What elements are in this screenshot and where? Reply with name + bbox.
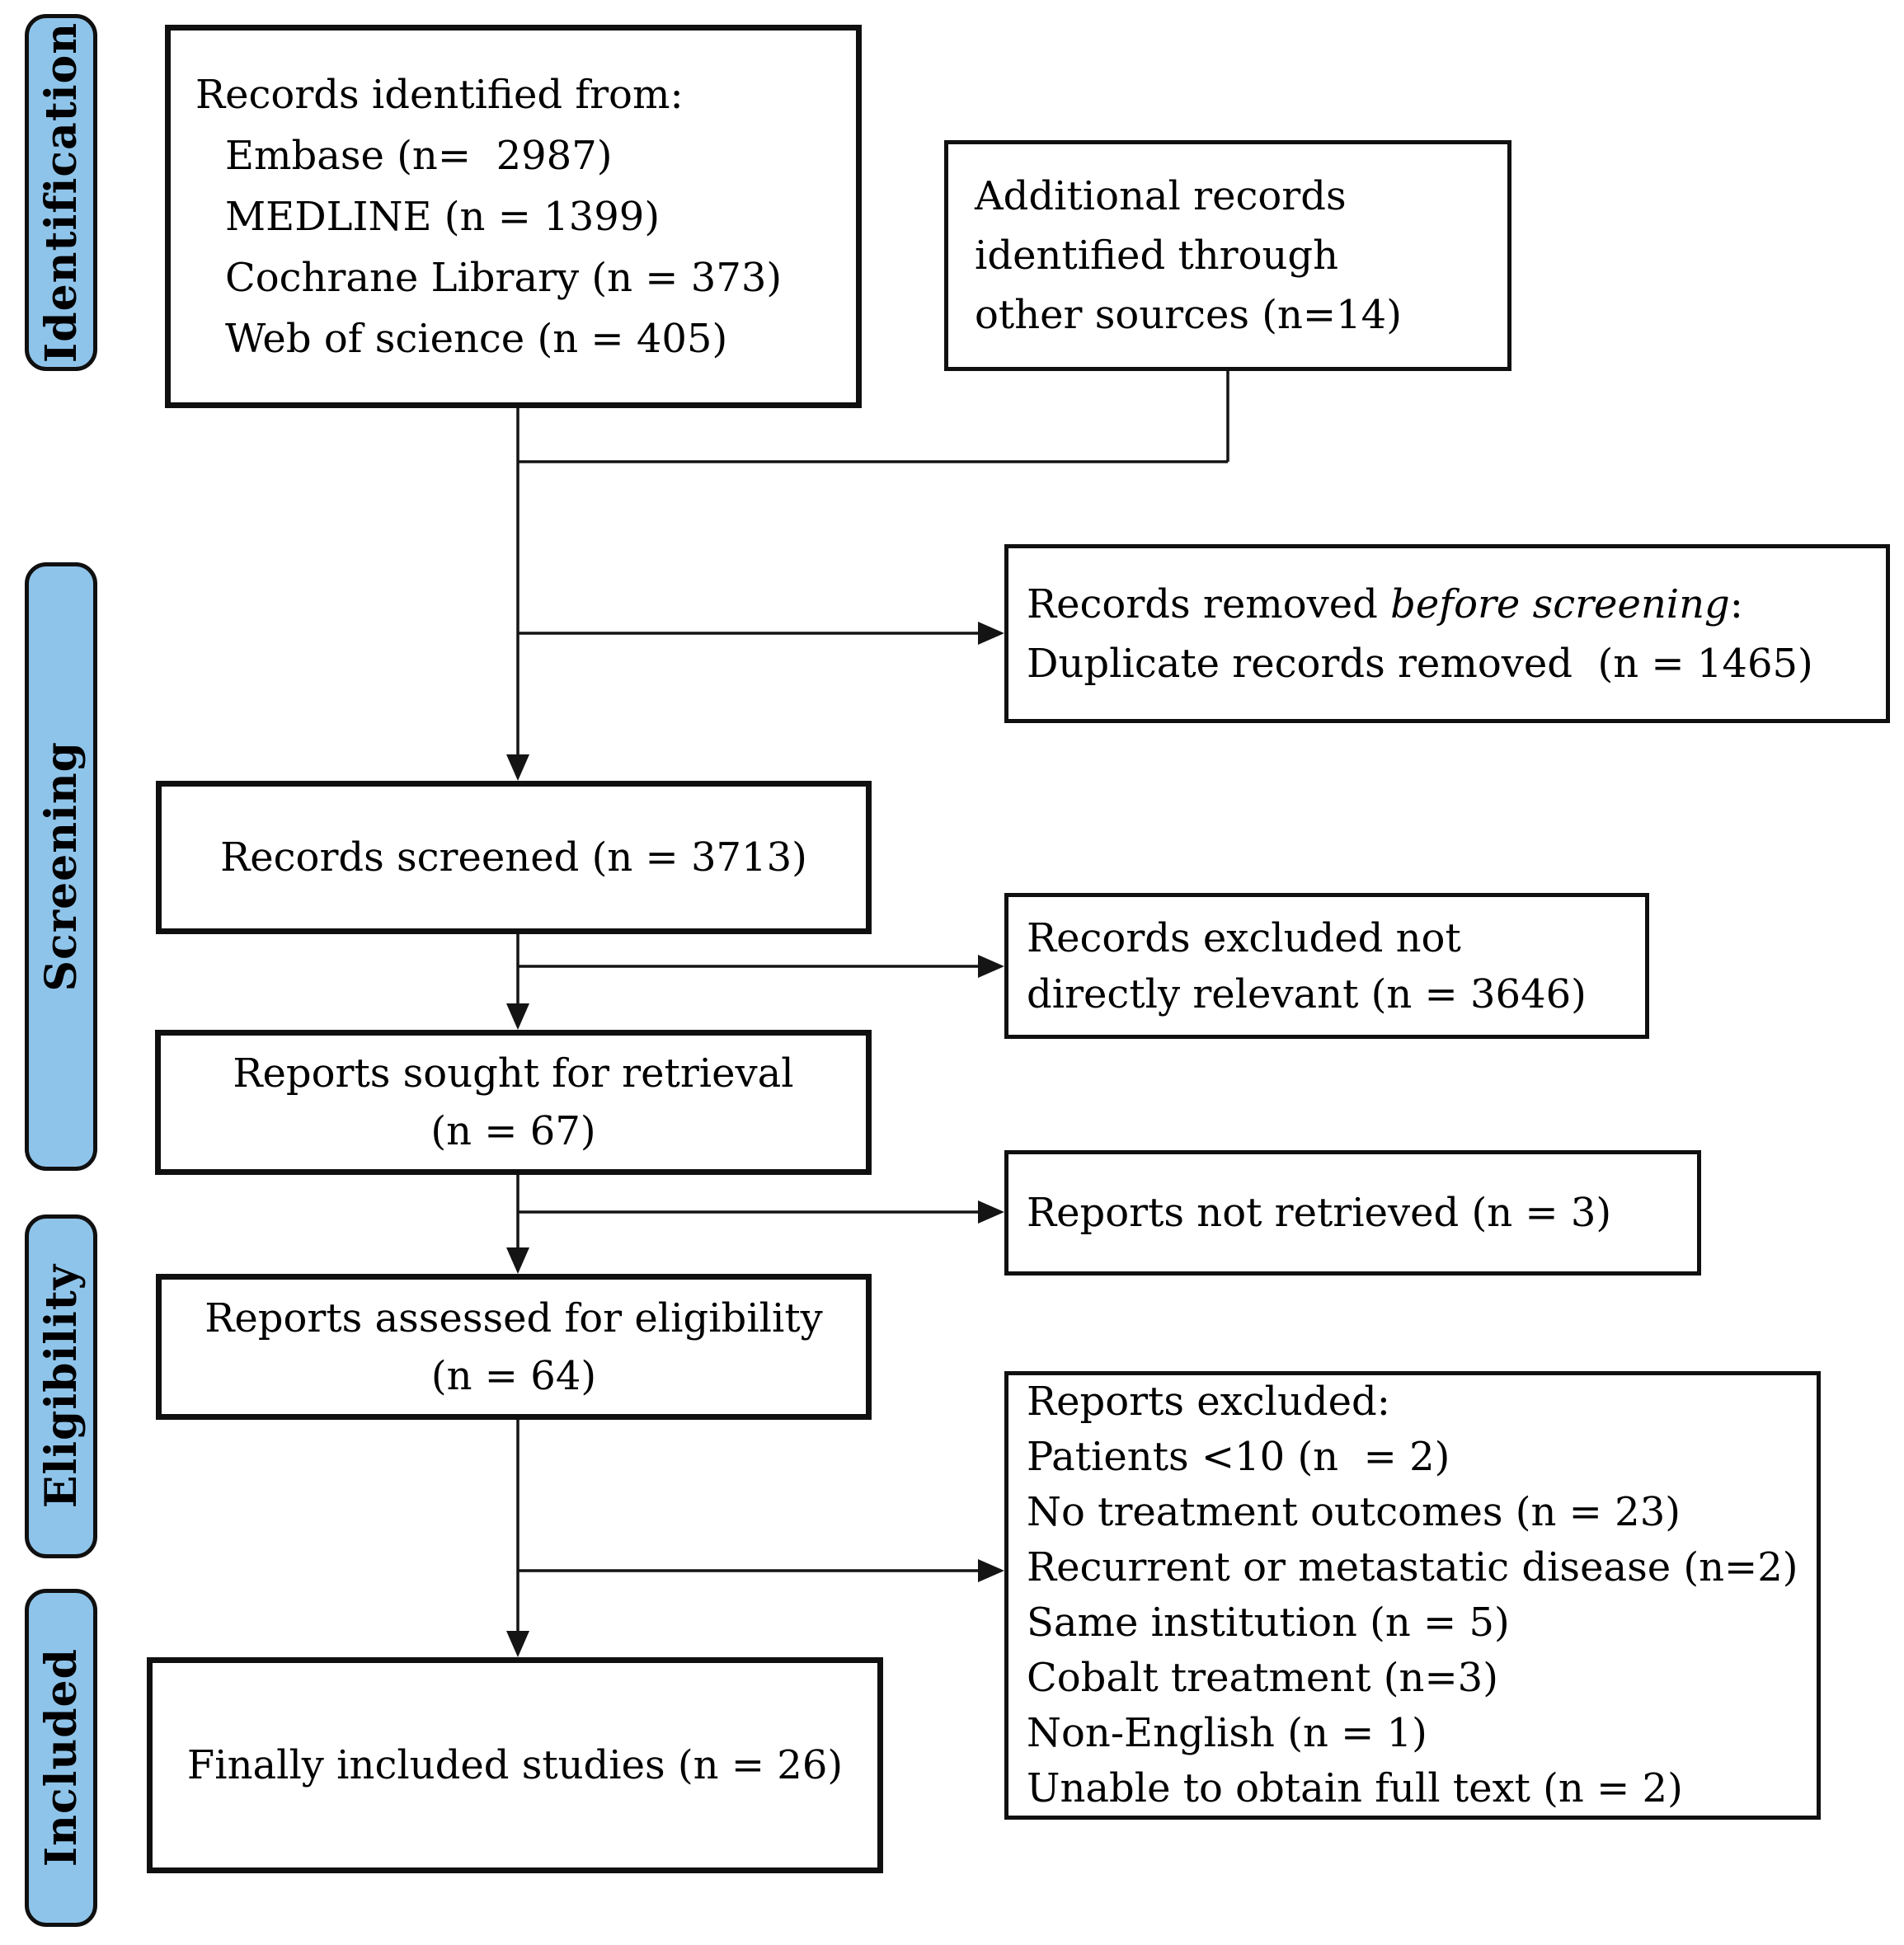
arrow-to-records-excluded: [518, 955, 1004, 978]
reports-sought-line1: Reports sought for retrieval: [233, 1050, 794, 1097]
box-reports-not-retrieved: Reports not retrieved (n = 3): [1004, 1150, 1701, 1276]
box-records-excluded: Records excluded not directly relevant (…: [1004, 893, 1649, 1039]
additional-records-line3: other sources (n=14): [975, 292, 1402, 338]
stage-label-eligibility-text: Eligibility: [35, 1264, 87, 1509]
reports-assessed-line2: (n = 64): [430, 1352, 597, 1399]
records-removed-line1: Records removed before screening:: [1027, 575, 1886, 634]
box-finally-included: Finally included studies (n = 26): [147, 1657, 883, 1873]
box-reports-assessed: Reports assessed for eligibility (n = 64…: [156, 1274, 872, 1420]
records-removed-line2: Duplicate records removed (n = 1465): [1027, 640, 1813, 687]
stage-label-included-text: Included: [35, 1648, 87, 1867]
reports-assessed-line1: Reports assessed for eligibility: [205, 1294, 823, 1341]
connector-additional-records-join: [518, 371, 1229, 463]
box-records-screened: Records screened (n = 3713): [156, 781, 872, 934]
reports-excluded-reason-cobalt: Cobalt treatment (n=3): [1027, 1655, 1498, 1701]
additional-records-line1: Additional records: [975, 173, 1347, 219]
box-reports-sought: Reports sought for retrieval (n = 67): [155, 1030, 872, 1175]
records-identified-source-webofscience: Web of science (n = 405): [225, 315, 728, 362]
reports-excluded-reason-patients: Patients <10 (n = 2): [1027, 1434, 1450, 1480]
stage-label-identification: Identification: [25, 14, 97, 371]
records-excluded-line2: directly relevant (n = 3646): [1027, 970, 1587, 1017]
stage-label-included: Included: [25, 1589, 97, 1927]
box-records-removed: Records removed before screening: Duplic…: [1004, 544, 1890, 723]
box-records-identified: Records identified from: Embase (n= 2987…: [165, 25, 862, 408]
reports-excluded-reason-recurrent: Recurrent or metastatic disease (n=2): [1027, 1544, 1798, 1590]
records-identified-title: Records identified from:: [195, 71, 684, 118]
finally-included-label: Finally included studies (n = 26): [186, 1742, 844, 1788]
reports-excluded-reason-no-outcomes: No treatment outcomes (n = 23): [1027, 1489, 1681, 1535]
box-additional-records: Additional records identified through ot…: [944, 140, 1511, 371]
arrow-sought-to-assessed: [506, 1175, 529, 1274]
records-removed-prefix: Records removed: [1027, 580, 1391, 627]
records-removed-suffix: :: [1729, 580, 1743, 627]
reports-excluded-reason-no-fulltext: Unable to obtain full text (n = 2): [1027, 1765, 1683, 1811]
records-identified-source-medline: MEDLINE (n = 1399): [225, 193, 661, 240]
reports-excluded-reason-non-english: Non-English (n = 1): [1027, 1710, 1427, 1756]
arrow-identified-to-screened: [506, 408, 529, 781]
additional-records-line2: identified through: [975, 233, 1339, 279]
arrow-to-reports-not-retrieved: [518, 1200, 1004, 1224]
records-identified-source-embase: Embase (n= 2987): [225, 132, 613, 179]
records-screened-label: Records screened (n = 3713): [220, 834, 807, 881]
arrow-assessed-to-included: [506, 1420, 529, 1657]
records-removed-italic: before screening: [1390, 580, 1730, 627]
reports-excluded-title: Reports excluded:: [1027, 1379, 1390, 1425]
records-identified-source-cochrane: Cochrane Library (n = 373): [225, 254, 783, 301]
arrow-screened-to-sought: [506, 934, 529, 1030]
stage-label-identification-text: Identification: [35, 21, 87, 364]
reports-sought-line2: (n = 67): [430, 1108, 596, 1154]
arrow-to-records-removed: [518, 622, 1004, 645]
records-excluded-line1: Records excluded not: [1027, 914, 1461, 961]
arrow-to-reports-excluded: [518, 1559, 1004, 1582]
box-reports-excluded: Reports excluded: Patients <10 (n = 2) N…: [1004, 1371, 1821, 1820]
reports-excluded-reason-same-institution: Same institution (n = 5): [1027, 1600, 1510, 1646]
reports-not-retrieved-label: Reports not retrieved (n = 3): [1027, 1190, 1612, 1236]
stage-label-eligibility: Eligibility: [25, 1214, 97, 1558]
stage-label-screening: Screening: [25, 562, 97, 1171]
stage-label-screening-text: Screening: [35, 741, 87, 992]
